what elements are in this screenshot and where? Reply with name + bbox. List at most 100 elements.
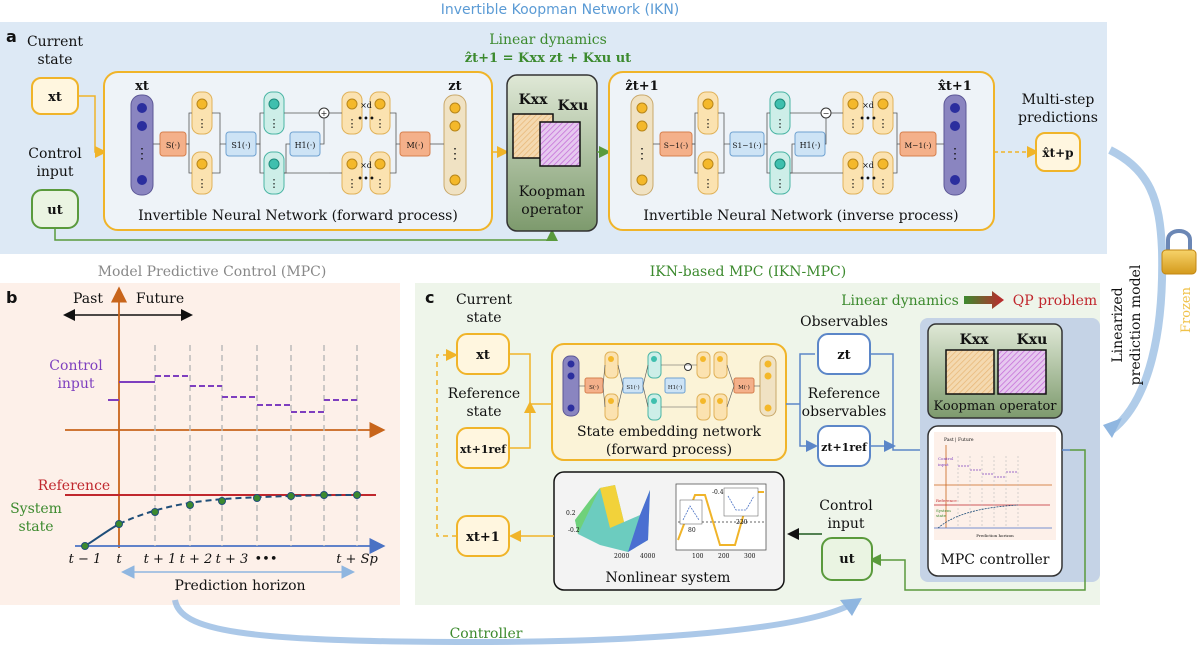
c-kxu-matrix	[997, 349, 1047, 395]
inn-inverse-connectors	[653, 112, 944, 174]
svg-text:⋮: ⋮	[848, 177, 859, 190]
svg-text:⋮: ⋮	[775, 117, 786, 130]
observables-label: Observables	[800, 314, 888, 330]
c-kxx-label: Kxx	[960, 332, 990, 348]
svg-text:×d: ×d	[862, 161, 874, 170]
svg-text:⋮: ⋮	[948, 146, 962, 162]
current-state-label-line1: Current	[27, 34, 83, 50]
svg-text:•••: •••	[357, 114, 375, 125]
svg-text:⋮: ⋮	[848, 117, 859, 130]
inn-forward-input-column	[130, 94, 154, 196]
inn-inverse-output-column	[943, 94, 967, 196]
c-arrows-to-mpc	[870, 353, 926, 450]
tick-5: •••	[254, 552, 277, 567]
m-inverse-label: M−1(·)	[905, 141, 932, 150]
frozen-label: Frozen	[1179, 286, 1194, 333]
tick-6: t + Sp	[336, 552, 378, 567]
svg-text:⋮: ⋮	[878, 177, 889, 190]
c-kxu-label: Kxu	[1017, 332, 1048, 348]
inn-forward-connectors	[153, 112, 444, 174]
svg-text:Reference: Reference	[936, 498, 957, 503]
inn-forward-input-label: xt	[135, 79, 149, 94]
panel-c-letter: c	[425, 288, 434, 307]
tick-3: t + 2	[180, 552, 213, 567]
panel-b-background	[0, 283, 400, 605]
arrow-ut-to-koopman	[54, 228, 558, 241]
control-input-label-line2: input	[36, 164, 73, 180]
svg-text:⋮: ⋮	[197, 117, 208, 130]
mpc-control-input-line1: Control	[49, 358, 103, 374]
s-inverse-label: S−1(·)	[664, 141, 689, 150]
c-linear-dynamics: Linear dynamics	[841, 293, 959, 309]
panel-b-letter: b	[6, 288, 17, 307]
svg-text:⋮: ⋮	[635, 146, 649, 162]
svg-text:-0.2: -0.2	[568, 527, 580, 534]
svg-text:•••: •••	[357, 174, 375, 185]
nonlinear-system-label: Nonlinear system	[606, 570, 731, 586]
svg-text:2000: 2000	[614, 553, 629, 560]
panel-a-letter: a	[6, 27, 17, 46]
multistep-label-line1: Multi-step	[1022, 92, 1095, 108]
c-feedback-loop	[436, 349, 458, 537]
arrow-xt-to-inn	[78, 95, 107, 158]
linear-dynamics-equation: ẑt+1 = Kxx zt + Kxu ut	[465, 51, 631, 66]
inn-forward-input-nodes	[137, 103, 147, 185]
mpc-grid-lines	[154, 345, 358, 546]
svg-text:⋮: ⋮	[703, 177, 714, 190]
multistep-box	[1035, 132, 1081, 172]
svg-text:300: 300	[744, 553, 756, 560]
svg-text:80: 80	[688, 527, 696, 534]
controller-label: Controller	[450, 626, 523, 642]
c-control-input-box	[821, 537, 873, 581]
current-state-label-line2: state	[37, 52, 72, 68]
svg-text:⋮: ⋮	[878, 117, 889, 130]
main-title: Invertible Koopman Network (IKN)	[441, 2, 680, 18]
c-mpc-controller-label: MPC controller	[941, 552, 1050, 568]
ref-observables-line2: observables	[802, 404, 887, 420]
mpc-reference-label: Reference	[38, 478, 110, 494]
embedding-label-line1: State embedding network	[577, 424, 762, 440]
controller-arrow	[172, 599, 852, 646]
kxu-matrix	[539, 121, 581, 167]
svg-text:⋮: ⋮	[703, 117, 714, 130]
ref-observables-symbol: zt+1ref	[821, 441, 868, 454]
svg-text:⋮: ⋮	[269, 117, 280, 130]
mpc-control-signal	[108, 381, 155, 401]
control-input-label-line1: Control	[28, 146, 82, 162]
svg-text:state: state	[936, 513, 947, 518]
linearized-label-line2: prediction model	[1128, 264, 1144, 385]
nonlinear-surface-plot: 0.2 -0.2 2000 4000	[566, 485, 655, 560]
c-arrows-to-observables	[786, 353, 815, 446]
multistep-label-line2: predictions	[1018, 110, 1098, 126]
koopman-kxu-label: Kxu	[558, 98, 589, 114]
mpc-control-input-line2: input	[57, 376, 94, 392]
xd-bottom-label: ×d	[360, 161, 372, 170]
c-reference-state-symbol: xt+1ref	[460, 443, 507, 456]
inn-forward-output-label: zt	[448, 79, 461, 94]
linear-dynamics-title: Linear dynamics	[489, 32, 607, 48]
frozen-lock-icon	[1161, 229, 1197, 275]
svg-text:•••: •••	[859, 174, 877, 185]
svg-text:-0.4: -0.4	[712, 489, 724, 496]
ref-observables-line1: Reference	[808, 386, 880, 402]
minus-operator-label: −	[823, 109, 830, 118]
svg-text:⋮: ⋮	[448, 146, 462, 162]
prediction-horizon-label: Prediction horizon	[174, 578, 305, 594]
inn-inverse-label: Invertible Neural Network (inverse proce…	[643, 208, 958, 224]
tick-0: t − 1	[69, 552, 102, 567]
svg-text:220: 220	[736, 519, 748, 526]
mpc-control-predicted	[155, 375, 357, 413]
svg-text:Prediction horizon: Prediction horizon	[976, 533, 1014, 538]
plus-operator-label: +	[321, 109, 328, 118]
h1-inverse-label: H1(·)	[800, 141, 821, 150]
h1-block-label: H1(·)	[295, 141, 316, 150]
future-label: Future	[136, 291, 184, 307]
c-arrows-to-embedding	[509, 353, 551, 449]
svg-text:System: System	[936, 508, 951, 513]
observables-symbol: zt	[837, 348, 850, 363]
svg-text:S1(·): S1(·)	[626, 384, 639, 391]
c-kxx-matrix	[945, 349, 995, 395]
svg-text:⋮: ⋮	[269, 177, 280, 190]
c-current-state-line1: Current	[456, 292, 512, 308]
c-linear-to-qp-arrow	[964, 291, 1004, 309]
